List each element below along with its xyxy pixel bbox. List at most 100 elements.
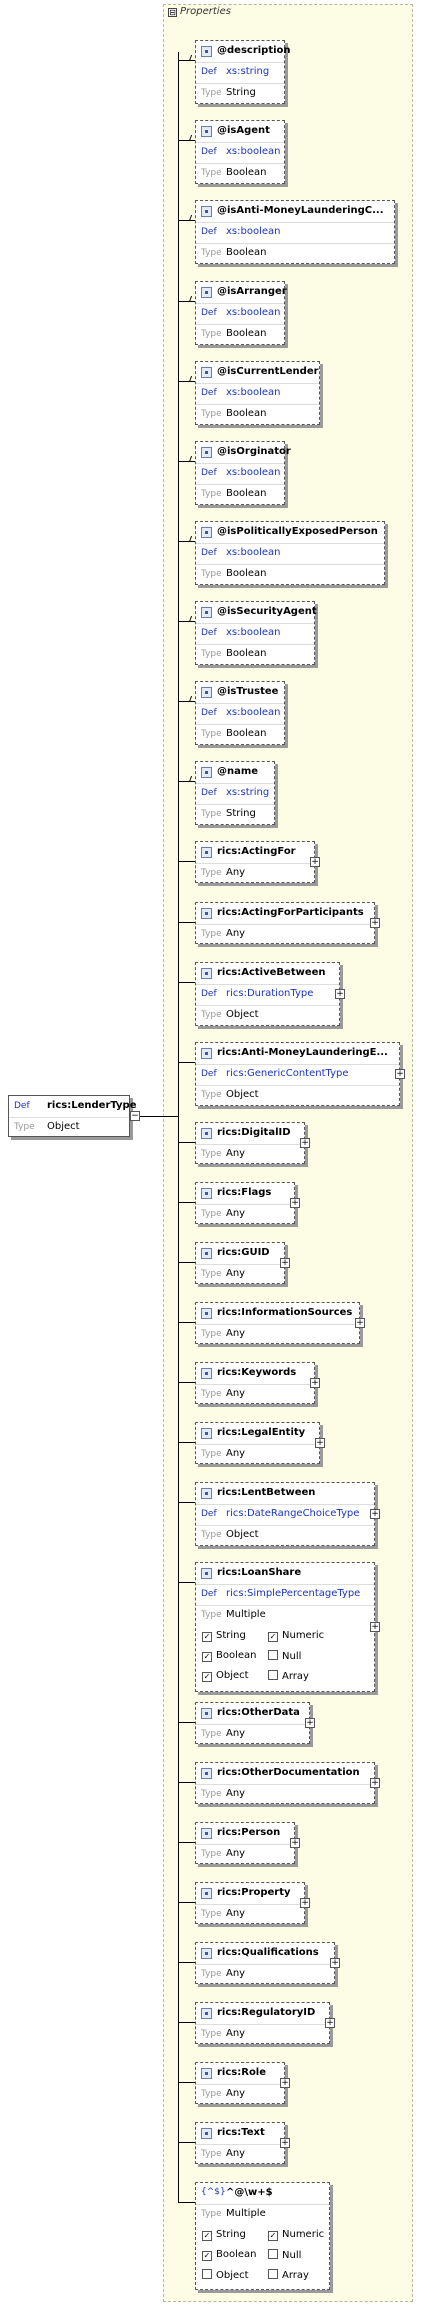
checked-box-icon[interactable]: ✓: [202, 1632, 212, 1642]
checked-box-icon[interactable]: ✓: [202, 1672, 212, 1682]
unchecked-box-icon[interactable]: [202, 2269, 212, 2279]
def-label: Def: [201, 308, 217, 318]
type-checkbox[interactable]: Array: [268, 2269, 309, 2281]
property-type: Any: [226, 1268, 246, 1279]
expand-plus-icon[interactable]: +: [290, 1838, 300, 1848]
checked-box-icon[interactable]: ✓: [268, 1632, 278, 1642]
checked-box-icon[interactable]: ✓: [202, 2251, 212, 2261]
separator: [196, 484, 284, 485]
expand-plus-icon[interactable]: +: [280, 2078, 290, 2088]
type-checkbox[interactable]: ✓Object: [202, 1670, 249, 1682]
connector-branch: [178, 1442, 195, 1443]
expand-plus-icon[interactable]: +: [370, 1509, 380, 1519]
unchecked-box-icon[interactable]: [268, 2269, 278, 2279]
type-checkbox[interactable]: Array: [268, 1670, 309, 1682]
unchecked-box-icon[interactable]: [268, 2249, 278, 2259]
type-checkbox[interactable]: Object: [202, 2269, 249, 2281]
type-checkbox[interactable]: ✓String: [202, 2229, 246, 2241]
type-checkbox[interactable]: Null: [268, 1650, 301, 1662]
checked-box-icon[interactable]: ✓: [202, 1652, 212, 1662]
collapse-root-icon[interactable]: −: [130, 1111, 140, 1121]
unchecked-box-icon[interactable]: [268, 1650, 278, 1660]
unchecked-box-icon[interactable]: [268, 1670, 278, 1680]
expand-plus-icon[interactable]: +: [330, 1958, 340, 1968]
expand-plus-icon[interactable]: +: [280, 1258, 290, 1268]
expand-plus-icon[interactable]: +: [300, 1138, 310, 1148]
expand-plus-icon[interactable]: +: [310, 857, 320, 867]
separator: [196, 1144, 304, 1145]
separator: [196, 2144, 284, 2145]
checkbox-label: Null: [282, 1651, 302, 1662]
separator: [196, 623, 314, 624]
expand-plus-icon[interactable]: +: [300, 1898, 310, 1908]
checkbox-label: Boolean: [216, 1650, 257, 1661]
expand-plus-icon[interactable]: +: [325, 2018, 335, 2028]
checked-box-icon[interactable]: ✓: [268, 2231, 278, 2241]
separator: [196, 1204, 294, 1205]
collapse-icon[interactable]: ⊟: [168, 8, 177, 17]
expand-plus-icon[interactable]: +: [370, 918, 380, 928]
property-icon: [201, 287, 212, 298]
type-checkbox[interactable]: ✓String: [202, 1630, 246, 1642]
expand-plus-icon[interactable]: +: [290, 1198, 300, 1208]
type-checkbox[interactable]: ✓Numeric: [268, 2229, 324, 2241]
type-checkbox[interactable]: Null: [268, 2249, 301, 2261]
property-name: rics:ActiveBetween: [217, 967, 326, 978]
checkbox-label: Object: [216, 2270, 249, 2281]
expand-plus-icon[interactable]: +: [355, 1318, 365, 1328]
property-def: xs:boolean: [226, 387, 281, 398]
expand-plus-icon[interactable]: +: [315, 1438, 325, 1448]
expand-plus-icon[interactable]: +: [335, 989, 345, 999]
expand-plus-icon[interactable]: +: [370, 1778, 380, 1788]
type-checkbox[interactable]: ✓Boolean: [202, 2249, 257, 2261]
expand-plus-icon[interactable]: +: [395, 1069, 405, 1079]
separator: [196, 1005, 339, 1006]
root-node[interactable]: Def rics:LenderType Type Object: [8, 1095, 136, 1137]
type-checkbox[interactable]: ✓Numeric: [268, 1630, 324, 1642]
separator: [196, 163, 284, 164]
expand-plus-icon[interactable]: +: [305, 1718, 315, 1728]
checked-box-icon[interactable]: ✓: [202, 2231, 212, 2241]
connector-branch: [178, 982, 195, 983]
expand-plus-icon[interactable]: +: [280, 2138, 290, 2148]
expand-plus-icon[interactable]: +: [370, 1622, 380, 1632]
type-label: Type: [201, 1789, 222, 1799]
property-def: xs:boolean: [226, 146, 281, 157]
separator: [196, 1724, 309, 1725]
type-checkbox[interactable]: ✓ Boolean: [202, 1650, 257, 1662]
expand-plus-icon[interactable]: +: [310, 1378, 320, 1388]
separator: [196, 1085, 399, 1086]
property-def: xs:string: [226, 66, 270, 77]
